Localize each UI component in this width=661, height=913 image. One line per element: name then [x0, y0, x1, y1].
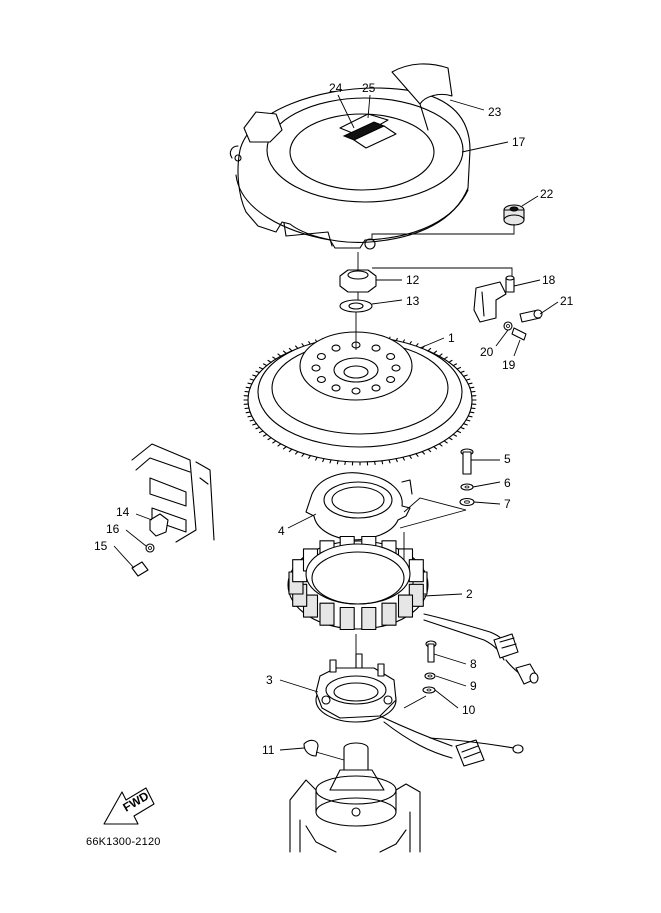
flywheel-hole: [316, 352, 326, 361]
callout-6: 6: [504, 476, 511, 490]
part-number-labels: 24 25 23 17 22 12 18 13 21 1 20 19 5 6 7…: [94, 81, 574, 757]
callout-13: 13: [406, 294, 420, 308]
callout-9: 9: [470, 679, 477, 693]
retainer-plate-drawing: [305, 472, 413, 541]
crankshaft-drawing: [289, 742, 421, 853]
callout-16: 16: [106, 522, 120, 536]
callout-8: 8: [470, 657, 477, 671]
fwd-arrow-icon: FWD: [103, 787, 155, 825]
callout-21: 21: [560, 294, 574, 308]
callout-18: 18: [542, 273, 556, 287]
flywheel-hole: [311, 364, 321, 372]
flywheel-hole: [386, 375, 396, 384]
stator-pole: [397, 594, 414, 618]
callout-14: 14: [116, 505, 130, 519]
woodruff-key-drawing: [303, 739, 319, 757]
grommet-drawing: [503, 204, 525, 226]
callout-25: 25: [362, 81, 376, 95]
bracket-drawing: [473, 275, 543, 341]
stator-pole: [381, 602, 397, 626]
flywheel-drawing: [243, 331, 477, 466]
stator-pole: [361, 606, 377, 631]
stator-fasteners-drawing: [459, 448, 475, 507]
callout-7: 7: [504, 497, 511, 511]
stator-pole: [339, 606, 355, 631]
nut-washer-drawing: [339, 269, 377, 313]
callout-3: 3: [266, 673, 273, 687]
flywheel-hole: [386, 352, 396, 361]
callout-22: 22: [540, 187, 554, 201]
flywheel-hole: [371, 344, 381, 352]
flywheel-hole: [331, 384, 341, 392]
pulser-base-drawing: [315, 653, 524, 767]
flywheel-cover-drawing: [229, 63, 471, 250]
document-code: 66K1300-2120: [86, 836, 161, 848]
flywheel-hole: [331, 344, 341, 352]
leader-lines: [113, 94, 559, 761]
flywheel-hole: [316, 375, 326, 384]
callout-11: 11: [262, 743, 275, 757]
flywheel-hole: [371, 384, 381, 392]
callout-20: 20: [480, 345, 494, 359]
callout-12: 12: [406, 273, 420, 287]
callout-23: 23: [488, 105, 502, 119]
callout-2: 2: [466, 587, 473, 601]
left-bracket-drawing: [131, 443, 215, 577]
stator-pole: [319, 602, 335, 626]
flywheel-hole: [391, 364, 401, 372]
callout-19: 19: [502, 358, 516, 372]
flywheel-hole: [351, 387, 361, 395]
callout-10: 10: [462, 703, 476, 717]
callout-1: 1: [448, 331, 455, 345]
callout-15: 15: [94, 539, 108, 553]
callout-17: 17: [512, 135, 526, 149]
pulser-fasteners-drawing: [422, 640, 437, 694]
stator-pole: [408, 559, 424, 583]
stator-drawing: [287, 535, 539, 685]
callout-4: 4: [278, 524, 285, 538]
callout-5: 5: [504, 452, 511, 466]
callout-24: 24: [329, 81, 343, 95]
